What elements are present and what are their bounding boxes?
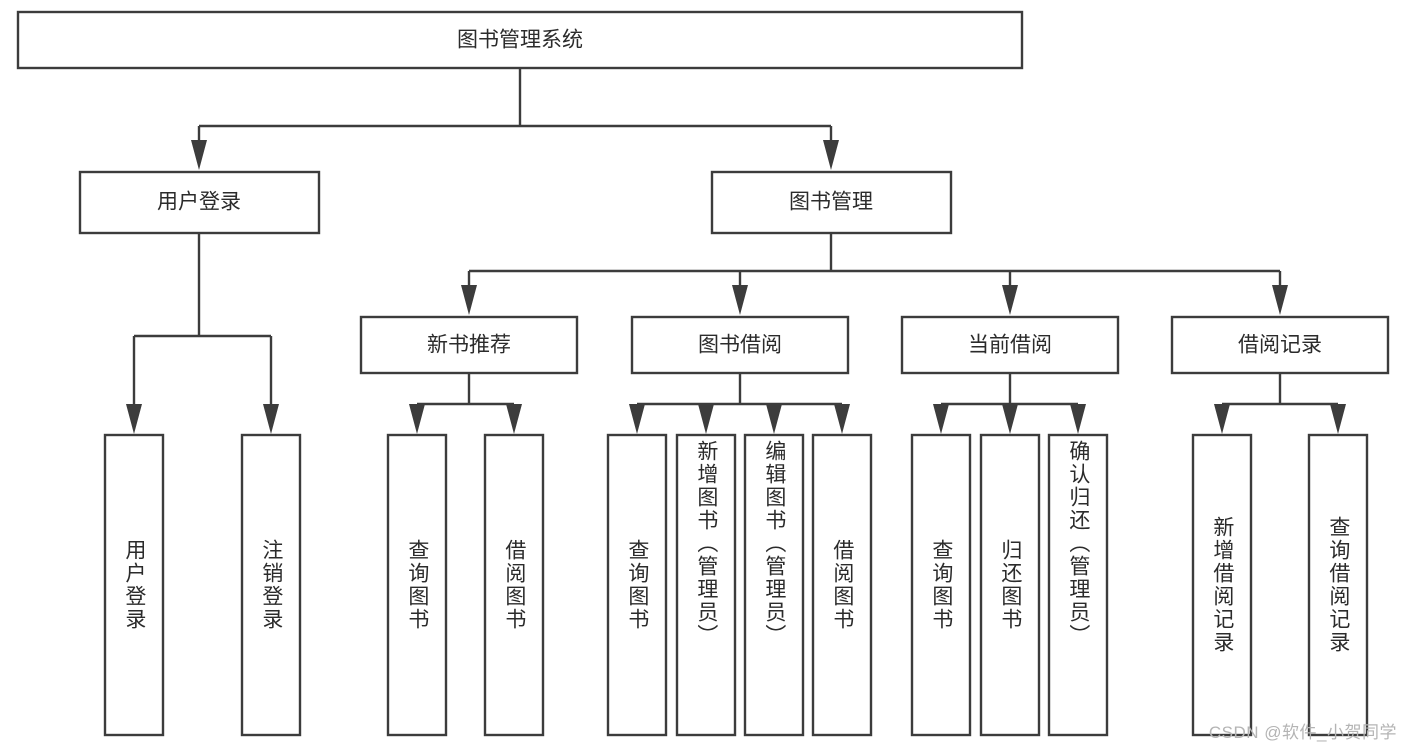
node-book-manage-box[interactable] bbox=[710, 170, 953, 235]
connector-group-book-borrow-to-leaves bbox=[629, 373, 850, 434]
arrow-head-user-login bbox=[191, 140, 207, 170]
node-user-login[interactable]: 用户登录 bbox=[78, 170, 321, 235]
leaf-confirm-return-box[interactable] bbox=[1047, 433, 1109, 737]
arrow-head-leaf-borrow-book-2 bbox=[834, 404, 850, 434]
arrow-head-book-manage bbox=[823, 140, 839, 170]
arrow-head-borrow-record bbox=[1272, 285, 1288, 315]
node-book-manage-label: 图书管理 bbox=[789, 191, 873, 214]
arrow-head-book-borrow bbox=[732, 285, 748, 315]
arrow-head-leaf-logout bbox=[263, 404, 279, 434]
arrow-head-leaf-add-record bbox=[1214, 404, 1230, 434]
node-new-book-rec-box[interactable] bbox=[359, 315, 579, 375]
arrow-head-leaf-confirm-return bbox=[1070, 404, 1086, 434]
node-book-borrow-label: 图书借阅 bbox=[698, 334, 782, 357]
leaf-boxes-group bbox=[103, 433, 1369, 737]
arrow-head-leaf-return-book bbox=[1002, 404, 1018, 434]
leaf-borrow-book-1-box[interactable] bbox=[483, 433, 545, 737]
node-root-box[interactable] bbox=[16, 10, 1024, 70]
node-user-login-box[interactable] bbox=[78, 170, 321, 235]
arrow-head-new-book-rec bbox=[461, 285, 477, 315]
arrow-head-leaf-borrow-book-1 bbox=[506, 404, 522, 434]
leaf-logout-box[interactable] bbox=[240, 433, 302, 737]
arrow-head-leaf-add-book bbox=[698, 404, 714, 434]
node-new-book-rec-label: 新书推荐 bbox=[427, 334, 511, 357]
node-root-label: 图书管理系统 bbox=[457, 29, 583, 52]
node-borrow-record[interactable]: 借阅记录 bbox=[1170, 315, 1390, 375]
leaf-return-book-box[interactable] bbox=[979, 433, 1041, 737]
arrow-head-leaf-query-record bbox=[1330, 404, 1346, 434]
leaf-query-record-box[interactable] bbox=[1307, 433, 1369, 737]
arrow-head-leaf-edit-book bbox=[766, 404, 782, 434]
connector-group-root-to-level2 bbox=[191, 69, 839, 170]
arrow-head-leaf-user-login bbox=[126, 404, 142, 434]
leaf-add-book-box[interactable] bbox=[675, 433, 737, 737]
connector-group-book-manage-to-level3 bbox=[461, 233, 1288, 315]
node-user-login-label: 用户登录 bbox=[157, 191, 241, 214]
leaf-query-book-3-box[interactable] bbox=[910, 433, 972, 737]
node-root[interactable]: 图书管理系统 bbox=[16, 10, 1024, 70]
node-book-manage[interactable]: 图书管理 bbox=[710, 170, 953, 235]
watermark: CSDN @软件_小贺同学 bbox=[1208, 723, 1397, 742]
connector-group-new-book-rec-to-leaves bbox=[409, 373, 522, 434]
node-current-borrow-box[interactable] bbox=[900, 315, 1120, 375]
leaf-user-login-box[interactable] bbox=[103, 433, 165, 737]
node-borrow-record-label: 借阅记录 bbox=[1238, 334, 1322, 357]
connector-group-user-login-to-leaves bbox=[126, 233, 279, 434]
leaf-query-book-1-box[interactable] bbox=[386, 433, 448, 737]
node-current-borrow[interactable]: 当前借阅 bbox=[900, 315, 1120, 375]
arrow-head-leaf-query-book-2 bbox=[629, 404, 645, 434]
node-book-borrow[interactable]: 图书借阅 bbox=[630, 315, 850, 375]
node-new-book-rec[interactable]: 新书推荐 bbox=[359, 315, 579, 375]
node-borrow-record-box[interactable] bbox=[1170, 315, 1390, 375]
leaf-borrow-book-2-box[interactable] bbox=[811, 433, 873, 737]
arrow-head-current-borrow bbox=[1002, 285, 1018, 315]
node-book-borrow-box[interactable] bbox=[630, 315, 850, 375]
arrow-head-leaf-query-book-1 bbox=[409, 404, 425, 434]
leaf-add-record-box[interactable] bbox=[1191, 433, 1253, 737]
connector-group-current-borrow-to-leaves bbox=[933, 373, 1086, 434]
connector-group-borrow-record-to-leaves bbox=[1214, 373, 1346, 434]
leaf-edit-book-box[interactable] bbox=[743, 433, 805, 737]
arrow-head-leaf-query-book-3 bbox=[933, 404, 949, 434]
node-current-borrow-label: 当前借阅 bbox=[968, 334, 1052, 357]
leaf-query-book-2-box[interactable] bbox=[606, 433, 668, 737]
